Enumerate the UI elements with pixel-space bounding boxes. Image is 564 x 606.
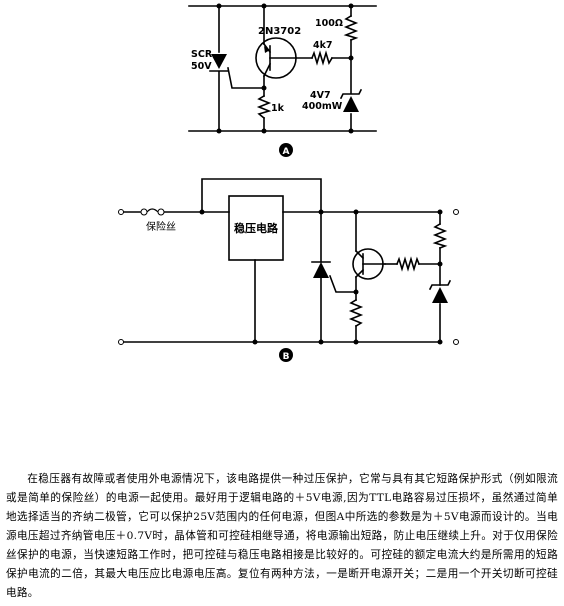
fuse-symbol xyxy=(140,208,165,216)
figure-marker-b-text: B xyxy=(283,352,290,362)
transistor-label: 2N3702 xyxy=(258,26,301,37)
resistor-100r xyxy=(343,14,359,42)
regulator-box xyxy=(228,195,284,261)
zener-label-line2: 400mW xyxy=(302,101,343,112)
r-gate-label: 1k xyxy=(271,103,285,114)
figure-marker-a: A xyxy=(279,143,293,157)
diagram-b: 保险丝 稳压电路 B xyxy=(118,178,459,362)
scr-label-line1: SCR xyxy=(191,49,213,60)
scr-symbol xyxy=(209,54,229,72)
fuse-label: 保险丝 xyxy=(146,220,176,233)
resistor-b-base xyxy=(395,256,421,272)
zener-b-diode xyxy=(428,279,452,303)
r-base-label: 4k7 xyxy=(313,40,333,51)
regulator-label: 稳压电路 xyxy=(234,221,279,235)
scr-b-symbol xyxy=(311,261,331,278)
caption-paragraph: 在稳压器有故障或者使用外电源情况下，该电路提供一种过压保护，它常与具有其它短路保… xyxy=(6,473,558,599)
transistor-b xyxy=(352,248,386,280)
diagram-b-junctions xyxy=(199,209,443,345)
transistor-2n3702 xyxy=(255,37,297,79)
figure-marker-a-text: A xyxy=(283,147,290,157)
zener-label-line1: 4V7 xyxy=(310,90,331,101)
resistor-b-gate xyxy=(348,298,364,328)
diagram-a: 2N3702 SCR 50V 100Ω 4k7 1k 4V7 400mW A xyxy=(188,3,377,157)
caption-text-block: 在稳压器有故障或者使用外电源情况下，该电路提供一种过压保护，它常与具有其它短路保… xyxy=(6,470,558,603)
r-top-label: 100Ω xyxy=(315,18,343,29)
resistor-4k7 xyxy=(310,50,334,66)
zener-diode xyxy=(339,88,363,112)
diagram-b-wires xyxy=(123,178,441,343)
diagram-a-junctions xyxy=(216,3,354,134)
scr-label-line2: 50V xyxy=(191,61,212,72)
figure-marker-b: B xyxy=(279,348,293,362)
resistor-1k xyxy=(256,94,272,120)
resistor-b-top xyxy=(432,222,448,250)
diagram-b-terminals xyxy=(118,209,459,345)
circuit-figure: 2N3702 SCR 50V 100Ω 4k7 1k 4V7 400mW A xyxy=(118,3,459,362)
